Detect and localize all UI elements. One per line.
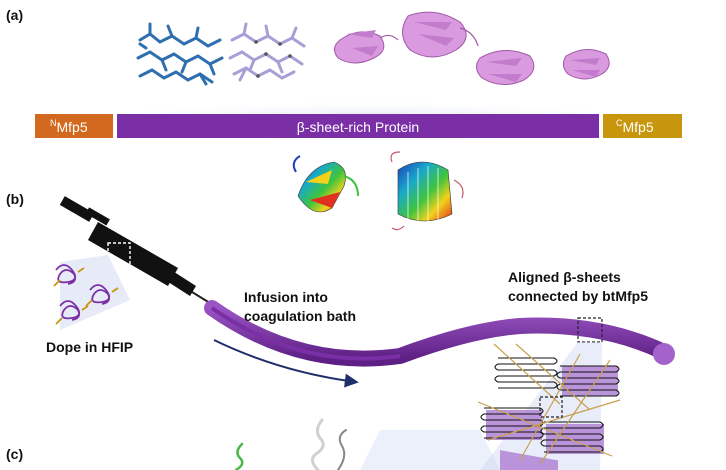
flow-arrow <box>213 339 359 388</box>
panel-c-strands <box>234 418 347 470</box>
pink-protein-domain-1 <box>334 30 399 64</box>
middle-label: β-sheet-rich Protein <box>297 119 419 135</box>
rainbow-protein-structure-2 <box>390 151 464 231</box>
syringe-plunger-cap <box>59 196 95 222</box>
infusion-label-line1: Infusion into <box>244 289 328 305</box>
lavender-atoms <box>254 40 292 78</box>
aligned-label-line1: Aligned β-sheets <box>508 269 621 285</box>
beta-sheet-stack-3 <box>480 407 544 440</box>
panel-label-a: (a) <box>6 7 23 23</box>
pink-protein-domain-3 <box>476 50 535 85</box>
c-terminal-segment <box>603 114 682 138</box>
btmfp5-linkers <box>477 343 621 465</box>
aligned-label-line2: connected by btMfp5 <box>508 288 648 304</box>
syringe <box>59 196 219 309</box>
panel-label-c: (c) <box>6 446 23 462</box>
syringe-barrel <box>88 222 178 286</box>
middle-segment <box>117 114 599 138</box>
pink-protein-domain-2 <box>402 11 479 58</box>
dope-label: Dope in HFIP <box>46 339 133 355</box>
gray-strand <box>337 429 347 470</box>
coil-1 <box>53 264 85 287</box>
blue-strand-structure <box>136 22 224 86</box>
infusion-label-line2: coagulation bath <box>244 308 356 324</box>
panel-label-b: (b) <box>6 191 24 207</box>
beta-sheet-stacks <box>477 343 621 470</box>
coil-2 <box>85 284 119 307</box>
protein-coils <box>53 264 119 325</box>
syringe-plunger-rod <box>85 207 110 226</box>
pink-protein-domain-4 <box>562 49 610 80</box>
lavender-strand-structure <box>228 22 306 82</box>
c-terminal-label: CMfp5 <box>616 118 654 135</box>
domain-bar: NMfp5 β-sheet-rich Protein CMfp5 <box>35 114 682 138</box>
stack-zoom-box <box>539 396 563 418</box>
syringe-zoom-box <box>107 242 131 266</box>
n-terminal-segment <box>35 114 113 138</box>
white-strand <box>311 418 325 470</box>
beta-sheet-stack-2 <box>556 365 620 397</box>
fiber-end-cap <box>653 343 675 365</box>
rainbow-protein-structure-1 <box>292 155 359 213</box>
panel-c-glow <box>360 430 500 470</box>
n-terminal-label: NMfp5 <box>50 118 88 135</box>
fiber-zoom-box <box>577 317 603 343</box>
green-strand <box>234 442 244 470</box>
top-glow <box>120 86 620 122</box>
beta-sheet-stack-1 <box>494 357 558 470</box>
coil-3 <box>55 300 89 325</box>
